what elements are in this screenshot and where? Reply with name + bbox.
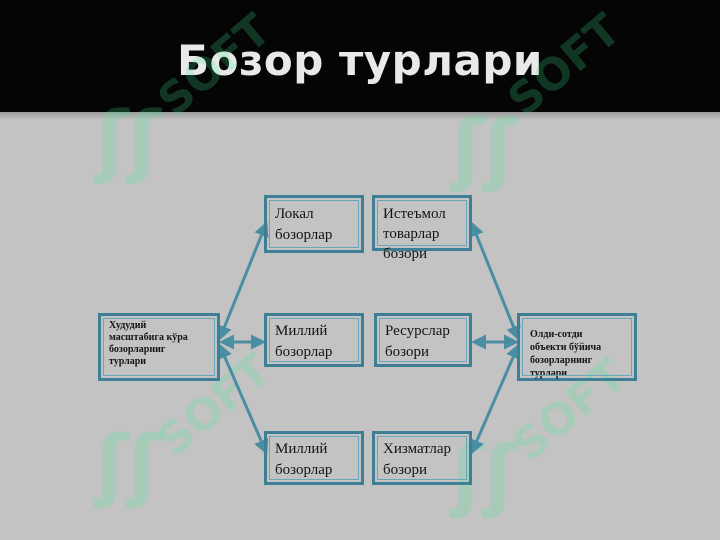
- regional-scale-box: Худудий масштабига кўра бозорларниг турл…: [98, 313, 220, 381]
- trade-object-box: Олди-сотди объекти бўйича бозорларнинг т…: [517, 313, 637, 381]
- arrow-right-to-consumer: [469, 221, 521, 341]
- resources-market-box: Ресурслар бозори: [374, 313, 472, 367]
- services-market-label: Хизматлар бозори: [383, 441, 452, 478]
- trade-object-label: Олди-сотди объекти бўйича бозорларнинг т…: [530, 329, 602, 379]
- consumer-goods-market-label: Истеъмол товарлар бозори: [383, 206, 446, 262]
- consumer-goods-market-box: Истеъмол товарлар бозори: [372, 195, 472, 262]
- arrow-left-to-national-2: [217, 343, 269, 455]
- title-bar: Бозор турлари: [0, 0, 720, 112]
- local-markets-label: Локал бозорлар: [275, 206, 333, 243]
- national-markets-label-2: Миллий бозорлар: [275, 441, 333, 478]
- services-market-box: Хизматлар бозори: [372, 431, 472, 485]
- local-markets-box: Локал бозорлар: [264, 195, 364, 253]
- regional-scale-label: Худудий масштабига кўра бозорларниг турл…: [109, 320, 188, 367]
- national-markets-label: Миллий бозорлар: [275, 323, 333, 360]
- slide-title: Бозор турлари: [177, 36, 543, 85]
- watermark-logo: ʃʃ: [96, 96, 161, 186]
- arrow-left-to-local: [217, 221, 269, 341]
- resources-market-label: Ресурслар бозори: [385, 323, 450, 360]
- national-markets-box-2: Миллий бозорлар: [264, 431, 364, 485]
- header-divider: [0, 112, 720, 120]
- watermark-logo: ʃʃ: [452, 104, 517, 194]
- arrow-right-to-services: [469, 343, 521, 455]
- watermark-logo: ʃʃ: [96, 420, 161, 510]
- national-markets-box: Миллий бозорлар: [264, 313, 364, 367]
